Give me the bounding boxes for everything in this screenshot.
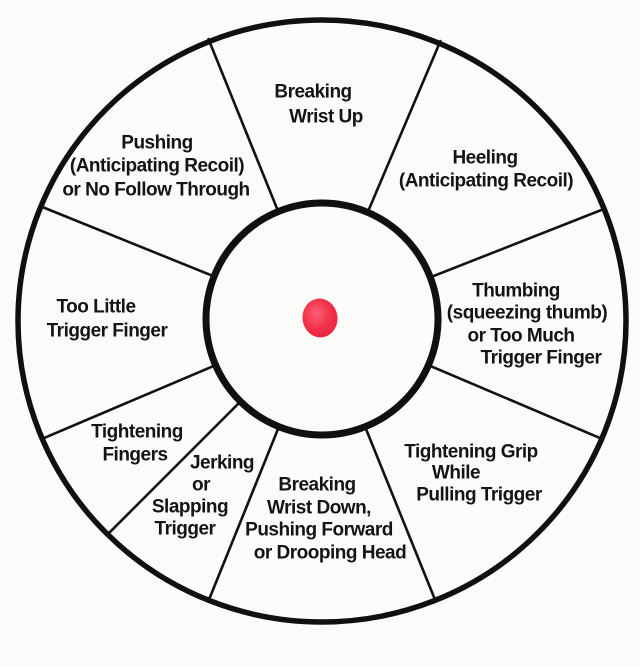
label-line: (Anticipating Recoil) xyxy=(398,170,574,192)
red-dot xyxy=(302,298,338,338)
label-line: Jerking xyxy=(189,452,255,474)
label-line: (squeezing thumb) xyxy=(446,302,608,324)
divider-tighteningfingers-toolittle xyxy=(41,364,216,440)
label-line: or Too Much xyxy=(467,325,575,347)
label-line: Trigger xyxy=(154,518,216,540)
label-line: Fingers xyxy=(102,444,168,466)
divider-breakingdown-jerking xyxy=(207,427,280,603)
label-line: Breaking xyxy=(278,474,356,496)
divider-heeling-thumbing xyxy=(429,207,606,279)
label-line: Thumbing xyxy=(472,280,560,302)
divider-toolittle-pushing xyxy=(39,205,215,278)
label-line: Trigger Finger xyxy=(46,320,168,342)
label-line: Pulling Trigger xyxy=(416,484,542,506)
outer-circle xyxy=(15,17,629,625)
label-line: or No Follow Through xyxy=(62,179,250,201)
divider-tighteninggrip-breakingdown xyxy=(364,427,437,603)
label-line: Pushing xyxy=(121,132,193,154)
divider-thumbing-tighteninggrip xyxy=(428,364,603,440)
label-line: Pushing Forward xyxy=(245,519,393,541)
label-line: Slapping xyxy=(151,496,229,518)
label-line: Tightening xyxy=(91,421,183,443)
divider-pushing-breakingup xyxy=(207,37,280,213)
label-line: Too Little xyxy=(56,296,136,318)
divider-jerking-tighteningfingers xyxy=(106,401,241,536)
label-line: While xyxy=(431,462,481,484)
label-line: or Drooping Head xyxy=(253,542,407,564)
divider-breakingup-heeling xyxy=(366,39,442,214)
label-line: Wrist Down, xyxy=(267,497,371,519)
label-line: Trigger Finger xyxy=(480,347,602,369)
label-line: or xyxy=(192,474,211,496)
label-line: Wrist Up xyxy=(289,106,363,128)
segment-dividers xyxy=(39,37,606,603)
label-line: Heeling xyxy=(452,147,518,169)
label-line: (Anticipating Recoil) xyxy=(69,155,245,177)
label-line: Breaking xyxy=(274,81,352,103)
label-line: Tightening Grip xyxy=(404,441,538,463)
